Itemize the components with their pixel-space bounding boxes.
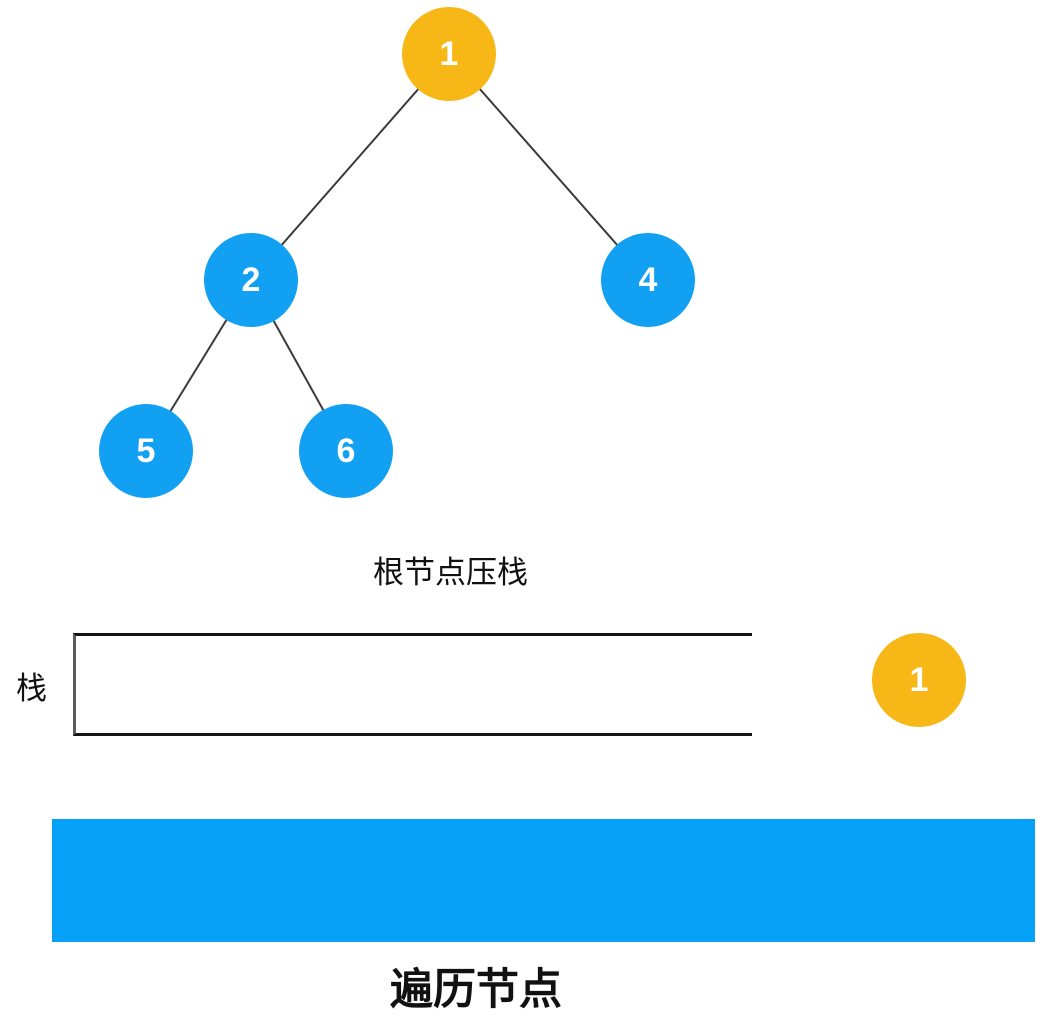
traversal-caption: 遍历节点 xyxy=(390,966,562,1014)
traversal-bar xyxy=(52,819,1035,942)
edge-1-2 xyxy=(250,53,450,281)
pending-stack-item-label: 1 xyxy=(909,660,929,699)
tree-node-2-label: 2 xyxy=(241,260,261,299)
pending-stack-item: 1 xyxy=(872,633,966,727)
step-caption: 根节点压栈 xyxy=(373,555,528,590)
tree-node-6-label: 6 xyxy=(336,431,356,470)
tree-node-6: 6 xyxy=(299,404,393,498)
edge-1-4 xyxy=(448,53,649,281)
tree-node-4: 4 xyxy=(601,233,695,327)
tree-node-1: 1 xyxy=(402,7,496,101)
tree-node-2: 2 xyxy=(204,233,298,327)
stack-label: 栈 xyxy=(16,671,47,706)
stack-container xyxy=(73,633,752,736)
tree-node-1-label: 1 xyxy=(439,34,459,73)
tree-node-5: 5 xyxy=(99,404,193,498)
tree-node-5-label: 5 xyxy=(136,431,156,470)
tree-node-4-label: 4 xyxy=(638,260,658,299)
